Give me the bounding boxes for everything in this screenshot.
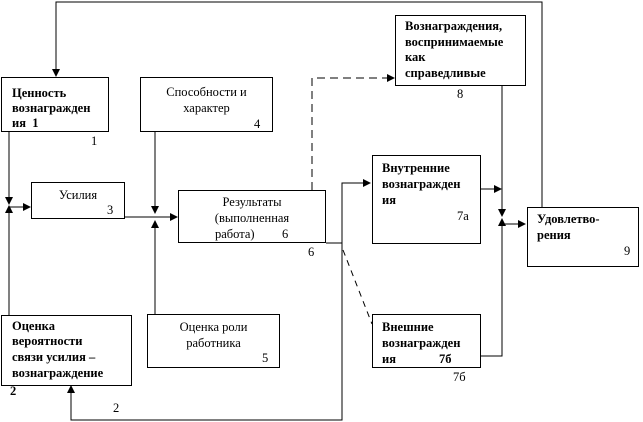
- internal-rewards-box: Внутренние вознагражден ия 7а: [372, 155, 481, 244]
- value-line-1: Ценность: [12, 86, 67, 100]
- arrow-results-to-internal-rewards: [326, 179, 371, 244]
- abilities-box: Способности и характер 4: [140, 77, 273, 132]
- feedback-number: 2: [113, 401, 120, 415]
- value-box: Ценность вознагражден ия 1: [1, 77, 109, 132]
- fair-rewards-number: 8: [457, 87, 464, 101]
- external-rewards-line-3: ия: [382, 352, 396, 366]
- external-rewards-line-1: Внешние: [382, 320, 434, 334]
- satisfaction-box: Удовлетво- рения 9: [527, 207, 639, 267]
- results-line-2: (выполненная: [214, 211, 290, 225]
- external-rewards-number: 7б: [439, 352, 452, 366]
- internal-rewards-line-3: ия: [382, 193, 396, 207]
- abilities-line-1: Способности и: [166, 85, 247, 99]
- role-line-2: работника: [186, 336, 241, 350]
- results-line-1: Результаты: [222, 195, 282, 209]
- value-number: 1: [91, 134, 98, 148]
- effort-line-1: Усилия: [58, 188, 98, 202]
- external-rewards-line-2: вознагражден: [382, 336, 461, 350]
- probability-line-3: связи усилия –: [12, 350, 96, 364]
- results-line-3: работа): [215, 227, 255, 241]
- probability-line-4: вознаграждение: [12, 366, 104, 380]
- satisfaction-line-2: рения: [537, 228, 571, 242]
- fair-rewards-line-4: справедливые: [405, 66, 486, 80]
- role-line-1: Оценка роли: [179, 320, 248, 334]
- arrow-external-to-satisfaction: [481, 218, 506, 357]
- results-outside-number: 6: [308, 245, 315, 259]
- probability-line-1: Оценка: [12, 319, 55, 333]
- role-box: Оценка роли работника 5: [147, 314, 280, 368]
- probability-number: 2: [10, 384, 17, 398]
- value-line-2: вознагражден: [12, 101, 91, 115]
- internal-rewards-line-2: вознагражден: [382, 177, 461, 191]
- effort-number: 3: [107, 203, 114, 217]
- satisfaction-number: 9: [624, 244, 631, 258]
- fair-rewards-box: Вознаграждения, воспринимаемые как справ…: [395, 15, 526, 86]
- arrow-results-to-external-rewards: [342, 249, 373, 325]
- internal-rewards-number: 7а: [457, 209, 469, 223]
- value-line-3: ия 1: [12, 116, 39, 130]
- results-number: 6: [282, 227, 289, 241]
- probability-line-2: вероятности: [12, 334, 83, 348]
- effort-box: Усилия 3: [31, 182, 125, 219]
- role-number: 5: [262, 351, 269, 365]
- external-rewards-box: Внешние вознагражден ия 7б: [372, 314, 481, 368]
- fair-rewards-line-2: воспринимаемые: [405, 35, 504, 49]
- external-rewards-outside-number: 7б: [453, 370, 466, 384]
- abilities-line-2: характер: [183, 101, 230, 115]
- internal-rewards-line-1: Внутренние: [382, 161, 450, 175]
- fair-rewards-line-3: как: [405, 50, 426, 64]
- fair-rewards-line-1: Вознаграждения,: [405, 19, 503, 33]
- abilities-number: 4: [254, 117, 261, 131]
- satisfaction-line-1: Удовлетво-: [537, 212, 600, 226]
- probability-box: Оценка вероятности связи усилия – вознаг…: [1, 315, 132, 386]
- results-box: Результаты (выполненная работа) 6: [178, 190, 326, 243]
